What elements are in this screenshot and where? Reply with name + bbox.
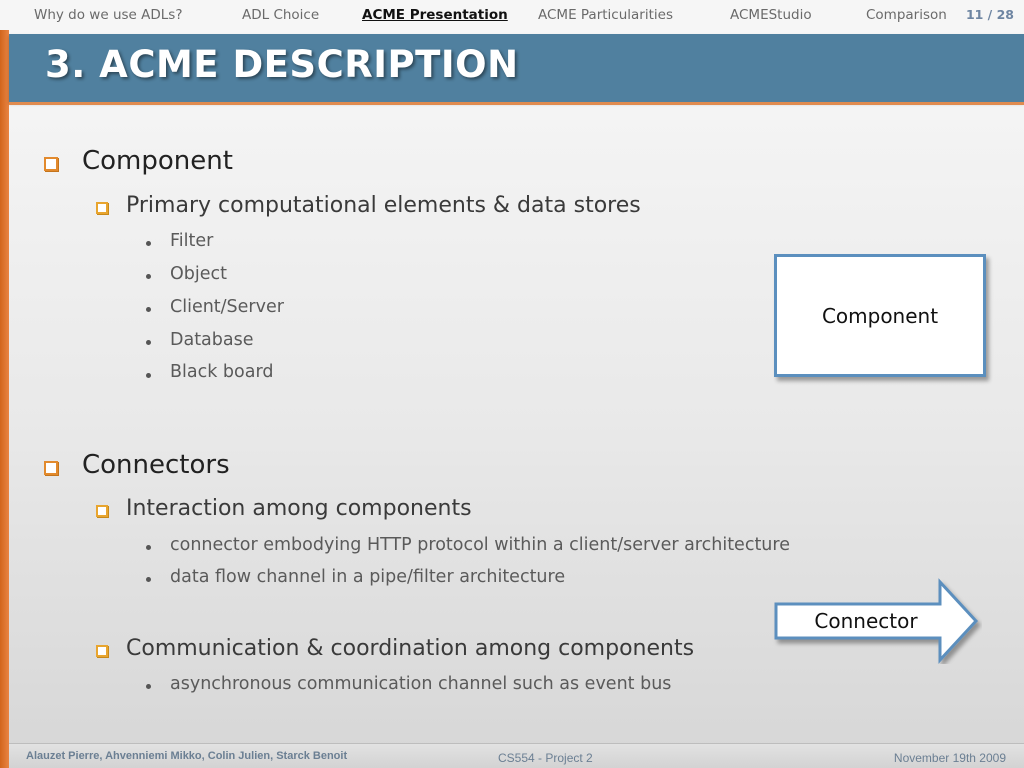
component-item: Client/Server [170,297,284,317]
connectors-item: asynchronous communication channel such … [170,674,672,694]
square-bullet-icon [44,461,58,475]
bullet-dot-icon [146,241,151,246]
footer-date: November 19th 2009 [893,751,1006,765]
bullet-dot-icon [146,545,151,550]
square-bullet-icon [96,505,108,517]
bullet-dot-icon [146,577,151,582]
footer-authors: Alauzet Pierre, Ahvenniemi Mikko, Colin … [26,750,348,762]
title-underline [9,102,1024,105]
square-bullet-icon [44,157,58,171]
nav-item-acme-presentation[interactable]: ACME Presentation [362,7,508,23]
left-accent-bar [0,30,9,768]
connector-arrow-icon [774,578,979,664]
component-box-label: Component [821,304,939,328]
nav-item-adl-choice[interactable]: ADL Choice [242,7,320,23]
connectors-subheading-1: Interaction among components [126,496,472,521]
square-bullet-icon [96,645,108,657]
footer-bar [9,743,1024,768]
bullet-dot-icon [146,274,151,279]
nav-item-comparison[interactable]: Comparison [866,7,947,23]
bullet-dot-icon [146,373,151,378]
connectors-heading: Connectors [82,450,230,480]
nav-item-why-adls[interactable]: Why do we use ADLs? [34,7,183,23]
connectors-item: data flow channel in a pipe/filter archi… [170,567,566,587]
footer-course: CS554 - Project 2 [498,751,593,765]
bullet-dot-icon [146,684,151,689]
connector-arrow-label: Connector [814,609,918,633]
connectors-item: connector embodying HTTP protocol within… [170,535,790,555]
component-diagram-box: Component [774,254,986,377]
square-bullet-icon [96,202,108,214]
component-item: Database [170,330,254,350]
connectors-subheading-2: Communication & coordination among compo… [126,636,695,661]
nav-item-acme-particularities[interactable]: ACME Particularities [538,7,673,23]
component-heading: Component [82,146,233,176]
nav-item-acmestudio[interactable]: ACMEStudio [730,7,812,23]
component-item: Filter [170,231,214,251]
title-band: 3. ACME DESCRIPTION [9,34,1024,102]
slide-title: 3. ACME DESCRIPTION [45,43,519,86]
page-number: 11 / 28 [965,7,1014,22]
component-subheading: Primary computational elements & data st… [126,193,641,218]
bullet-dot-icon [146,307,151,312]
bullet-dot-icon [146,340,151,345]
section-nav: Why do we use ADLs? ADL Choice ACME Pres… [0,0,1024,30]
component-item: Black board [170,362,274,382]
component-item: Object [170,264,227,284]
